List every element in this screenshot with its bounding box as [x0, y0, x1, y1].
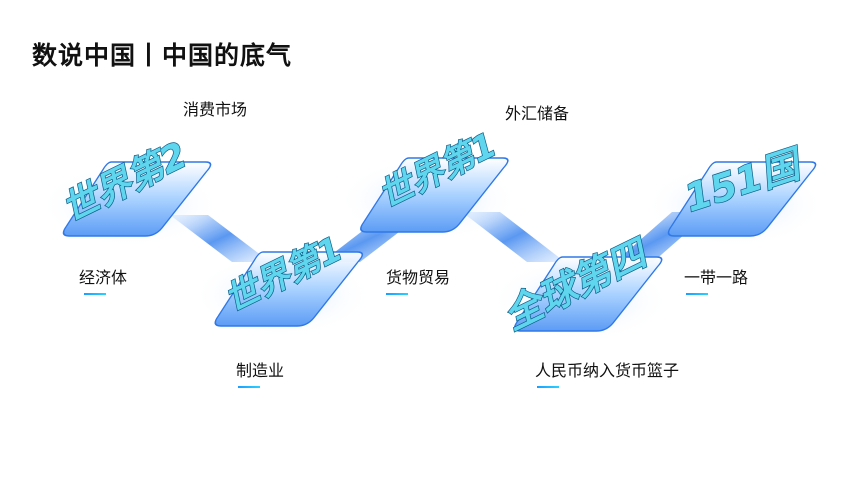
tile-manufacturing — [192, 251, 372, 337]
tile-economy — [40, 161, 220, 247]
tile-fx-reserves — [338, 157, 518, 242]
label-consumer-market: 消费市场 — [183, 100, 248, 119]
label-manufacturing: 制造业 — [236, 361, 285, 380]
label-goods-trade: 货物贸易 — [386, 268, 451, 287]
label-underline-goods-trade — [386, 293, 408, 295]
page-title: 数说中国丨中国的底气 — [32, 41, 293, 70]
label-underline-manufacturing — [238, 386, 260, 388]
label-underline-economy — [84, 293, 106, 295]
label-underline-rmb-basket — [537, 386, 559, 388]
label-economy: 经济体 — [79, 268, 128, 287]
tile-rmb-basket — [490, 256, 670, 342]
label-fx-reserves: 外汇储备 — [505, 104, 570, 123]
tile-belt-road — [645, 161, 825, 247]
label-underline-belt-road — [686, 293, 708, 295]
label-rmb-basket: 人民币纳入货币篮子 — [535, 361, 680, 380]
label-belt-road: 一带一路 — [684, 268, 749, 287]
